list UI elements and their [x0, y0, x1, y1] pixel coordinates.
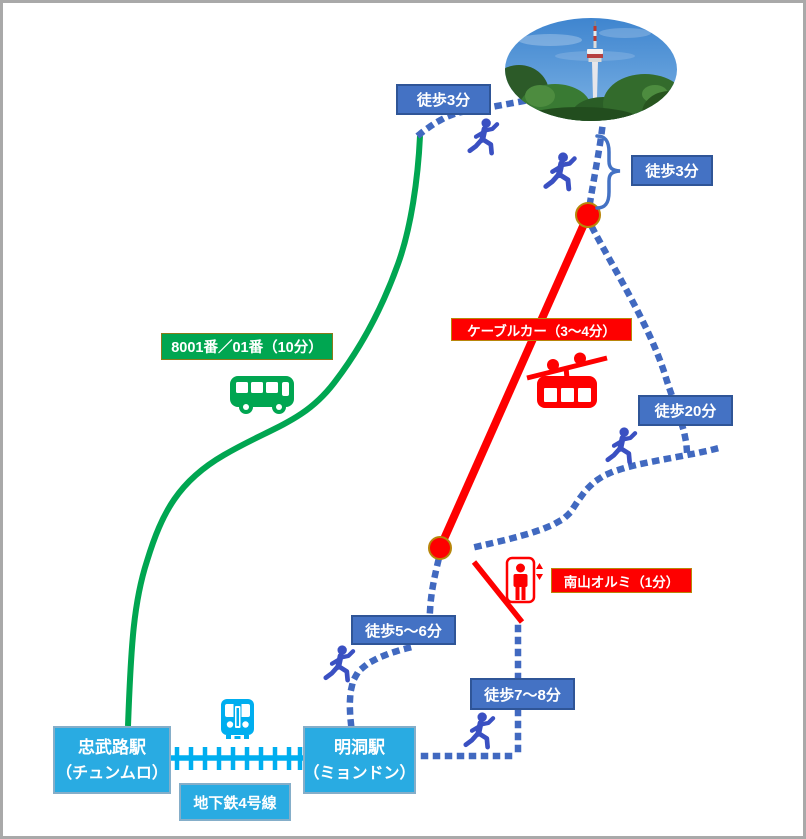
walking-person-icon: [608, 427, 635, 462]
station-chungmuro-name: 忠武路駅: [78, 737, 146, 757]
station-chungmuro: 忠武路駅 （チュンムロ）: [53, 726, 171, 794]
tower-photo-art: [505, 18, 677, 121]
walking-person-icon: [326, 645, 353, 680]
station-myeongdong: 明洞駅 （ミョンドン）: [303, 726, 416, 794]
subway-line4-label: 地下鉄4号線: [179, 783, 291, 821]
walk-20min-label: 徒歩20分: [638, 395, 733, 426]
elevator-icon: [505, 556, 543, 604]
oreumi-track-line: [471, 560, 525, 624]
cable-car-label: ケーブルカー（3～4分）: [451, 318, 632, 341]
namsan-oreumi-label: 南山オルミ（1分）: [551, 568, 692, 593]
station-myeongdong-name: 明洞駅: [334, 737, 385, 757]
walking-person-icon: [466, 712, 493, 747]
cable-car-lower-station-node: [428, 536, 452, 560]
walk-path-bus-stop-to-tower: [415, 97, 528, 139]
walk-7-8min-label: 徒歩7～8分: [470, 678, 575, 710]
station-chungmuro-reading: （チュンムロ）: [56, 764, 168, 782]
walk-path-tower-to-upper-station: [586, 126, 606, 207]
train-icon: [221, 699, 254, 739]
bus-route-line: [125, 135, 423, 727]
walking-person-icon: [546, 152, 575, 188]
brace: [595, 134, 621, 210]
walk-5-6min-label: 徒歩5～6分: [351, 615, 456, 645]
walking-person-icon: [470, 118, 497, 153]
railway-track: [171, 747, 304, 770]
walk-path-lower-station-b: [346, 644, 412, 728]
walk-3min-tower-label: 徒歩3分: [631, 155, 713, 186]
walk-3min-top-label: 徒歩3分: [396, 84, 491, 115]
n-seoul-tower-photo: [505, 18, 677, 121]
walk-path-20min-lower: [467, 445, 719, 552]
cable-car-upper-station-node: [575, 202, 601, 228]
cable-car-line: [436, 213, 592, 550]
station-myeongdong-reading: （ミョンドン）: [303, 764, 416, 782]
cable-car-gondola-icon: [526, 352, 608, 408]
walk-path-lower-station-a: [426, 558, 442, 615]
walk-path-20min-upper: [588, 224, 691, 457]
bus-icon: [230, 376, 294, 414]
diagram-canvas: [125, 97, 719, 770]
bus-route-label: 8001番／01番（10分）: [161, 333, 333, 360]
